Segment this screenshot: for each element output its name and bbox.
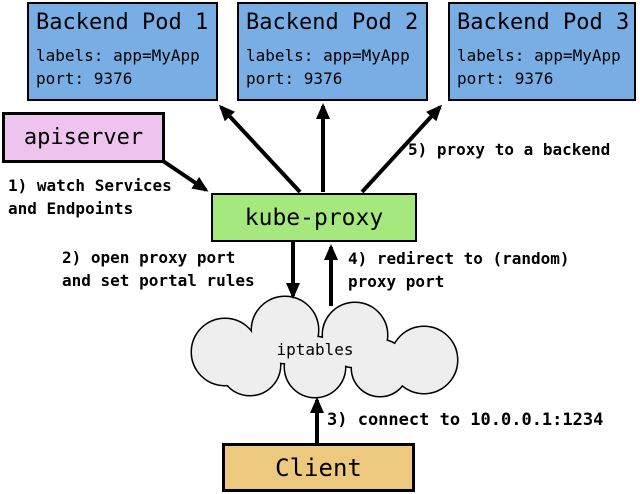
- pod-title: Backend Pod 3: [457, 10, 630, 35]
- annotation-step-3-connect: 3) connect to 10.0.0.1:1234: [327, 410, 604, 430]
- backend-pod-3-box: Backend Pod 3 labels: app=MyApp port: 93…: [448, 2, 636, 101]
- pod-port: port: 9376: [36, 69, 133, 88]
- backend-pod-1-box: Backend Pod 1 labels: app=MyApp port: 93…: [27, 2, 218, 101]
- pod-title: Backend Pod 1: [36, 10, 209, 35]
- iptables-label: iptables: [276, 340, 354, 359]
- pod-labels: labels: app=MyApp: [246, 46, 410, 65]
- pod-title: Backend Pod 2: [246, 10, 419, 35]
- client-box: Client: [222, 443, 415, 492]
- annotation-step-1-watch-services: 1) watch Services and Endpoints: [8, 176, 172, 218]
- annotation-step-4-redirect: 4) redirect to (random) proxy port: [348, 249, 570, 291]
- pod-port: port: 9376: [457, 69, 554, 88]
- annotation-step-5-proxy-to-backend: 5) proxy to a backend: [408, 140, 611, 159]
- arrow-kube-proxy-to-pod-1: [218, 104, 302, 194]
- pod-port: port: 9376: [246, 69, 343, 88]
- annotation-step-2-open-proxy-port: 2) open proxy port and set portal rules: [62, 248, 255, 290]
- backend-pod-2-box: Backend Pod 2 labels: app=MyApp port: 93…: [237, 2, 428, 101]
- pod-labels: labels: app=MyApp: [36, 46, 200, 65]
- apiserver-box: apiserver: [2, 112, 165, 163]
- pod-labels: labels: app=MyApp: [457, 46, 621, 65]
- kube-proxy-box: kube-proxy: [211, 193, 417, 242]
